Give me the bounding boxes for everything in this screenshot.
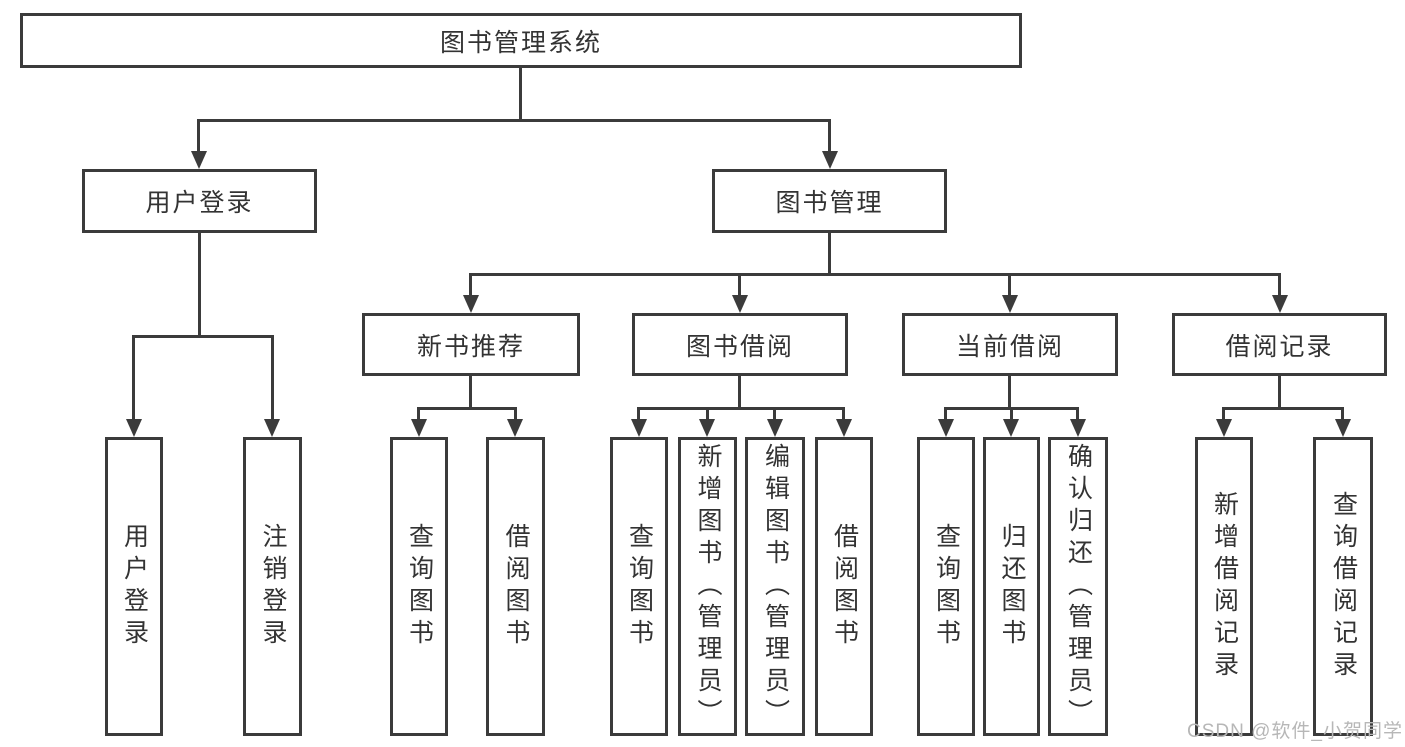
arrow-newbook-icon bbox=[463, 295, 479, 313]
node-book-borrow-label: 图书借阅 bbox=[685, 332, 794, 361]
leaf-current-query-label: 查询图书 bbox=[932, 522, 961, 651]
leaf-records-query-label: 查询借阅记录 bbox=[1329, 490, 1358, 683]
arrow-login-1-icon bbox=[126, 419, 142, 437]
leaf-logout: 注销登录 bbox=[243, 437, 302, 736]
connector-drop-current-2 bbox=[1010, 407, 1013, 421]
connector-drop-newbook-1 bbox=[417, 407, 420, 421]
leaf-newbook-borrow: 借阅图书 bbox=[486, 437, 545, 736]
connector-borrow-stem bbox=[738, 376, 741, 407]
node-book-management: 图书管理 bbox=[712, 169, 947, 233]
connector-root-stem bbox=[519, 68, 522, 121]
leaf-newbook-borrow-label: 借阅图书 bbox=[502, 522, 530, 651]
arrow-borrow-2-icon bbox=[699, 419, 715, 437]
connector-level3-bar bbox=[469, 273, 1281, 276]
leaf-borrow-edit-admin: 编辑图书（管理员） bbox=[745, 437, 805, 736]
leaf-current-confirm-admin-label: 确认归还（管理员） bbox=[1064, 442, 1093, 731]
arrow-current-1-icon bbox=[938, 419, 954, 437]
arrow-current-icon bbox=[1002, 295, 1018, 313]
leaf-borrow-edit-admin-label: 编辑图书（管理员） bbox=[761, 442, 790, 731]
connector-drop-bookmgmt bbox=[828, 119, 831, 153]
leaf-logout-label: 注销登录 bbox=[259, 522, 287, 651]
node-borrow-records: 借阅记录 bbox=[1172, 313, 1387, 376]
arrow-records-1-icon bbox=[1216, 419, 1232, 437]
connector-level2-bar bbox=[198, 119, 831, 122]
arrow-login-2-icon bbox=[264, 419, 280, 437]
arrow-current-3-icon bbox=[1070, 419, 1086, 437]
node-root-label: 图书管理系统 bbox=[439, 28, 602, 57]
node-new-book-recommend-label: 新书推荐 bbox=[416, 332, 525, 361]
connector-login-bar bbox=[132, 335, 273, 338]
connector-drop-current bbox=[1008, 273, 1011, 297]
connector-drop-records bbox=[1278, 273, 1281, 297]
leaf-borrow-book: 借阅图书 bbox=[815, 437, 873, 736]
leaf-current-confirm-admin: 确认归还（管理员） bbox=[1048, 437, 1108, 736]
node-user-login: 用户登录 bbox=[82, 169, 317, 233]
leaf-borrow-add-admin: 新增图书（管理员） bbox=[678, 437, 737, 736]
leaf-user-login-label: 用户登录 bbox=[120, 522, 149, 651]
node-current-borrow-label: 当前借阅 bbox=[955, 332, 1064, 361]
connector-drop-borrow-4 bbox=[842, 407, 845, 421]
connector-drop-current-1 bbox=[944, 407, 947, 421]
arrow-records-icon bbox=[1272, 295, 1288, 313]
connector-drop-login bbox=[197, 119, 200, 153]
connector-newbook-bar bbox=[417, 407, 516, 410]
leaf-current-return-label: 归还图书 bbox=[998, 522, 1026, 651]
leaf-newbook-query-label: 查询图书 bbox=[405, 522, 434, 651]
connector-current-stem bbox=[1008, 376, 1011, 407]
csdn-watermark: CSDN @软件_小贺同学 bbox=[1187, 721, 1403, 742]
leaf-current-return: 归还图书 bbox=[983, 437, 1040, 736]
connector-drop-records-1 bbox=[1222, 407, 1225, 421]
connector-newbook-stem bbox=[469, 376, 472, 407]
arrow-bookmgmt-icon bbox=[822, 151, 838, 169]
connector-login-stem bbox=[198, 233, 201, 335]
connector-drop-borrow-3 bbox=[773, 407, 776, 421]
arrow-records-2-icon bbox=[1335, 419, 1351, 437]
arrow-current-2-icon bbox=[1003, 419, 1019, 437]
node-borrow-records-label: 借阅记录 bbox=[1225, 332, 1334, 361]
leaf-current-query: 查询图书 bbox=[917, 437, 975, 736]
leaf-records-add-label: 新增借阅记录 bbox=[1210, 490, 1239, 683]
arrow-borrow-icon bbox=[732, 295, 748, 313]
leaf-records-add: 新增借阅记录 bbox=[1195, 437, 1253, 736]
connector-drop-borrow-1 bbox=[637, 407, 640, 421]
connector-bookmgmt-stem bbox=[828, 233, 831, 275]
node-user-login-label: 用户登录 bbox=[145, 189, 254, 217]
leaf-borrow-book-label: 借阅图书 bbox=[830, 522, 859, 651]
node-book-borrow: 图书借阅 bbox=[632, 313, 848, 376]
leaf-records-query: 查询借阅记录 bbox=[1313, 437, 1373, 736]
connector-drop-borrow-2 bbox=[706, 407, 709, 421]
arrow-newbook-1-icon bbox=[411, 419, 427, 437]
arrow-borrow-1-icon bbox=[631, 419, 647, 437]
connector-records-bar bbox=[1222, 407, 1343, 410]
leaf-borrow-query-label: 查询图书 bbox=[625, 522, 654, 651]
arrow-login-icon bbox=[191, 151, 207, 169]
connector-drop-newbook bbox=[469, 273, 472, 297]
arrow-borrow-4-icon bbox=[836, 419, 852, 437]
node-new-book-recommend: 新书推荐 bbox=[362, 313, 580, 376]
connector-drop-login-1 bbox=[132, 335, 135, 421]
connector-drop-login-2 bbox=[271, 335, 274, 421]
connector-drop-newbook-2 bbox=[514, 407, 517, 421]
connector-drop-records-2 bbox=[1341, 407, 1344, 421]
leaf-borrow-add-admin-label: 新增图书（管理员） bbox=[694, 442, 722, 731]
node-current-borrow: 当前借阅 bbox=[902, 313, 1118, 376]
connector-borrow-bar bbox=[637, 407, 845, 410]
connector-drop-borrow bbox=[738, 273, 741, 297]
node-book-management-label: 图书管理 bbox=[775, 189, 884, 217]
leaf-borrow-query: 查询图书 bbox=[610, 437, 668, 736]
connector-drop-current-3 bbox=[1076, 407, 1079, 421]
arrow-borrow-3-icon bbox=[767, 419, 783, 437]
leaf-user-login: 用户登录 bbox=[105, 437, 163, 736]
leaf-newbook-query: 查询图书 bbox=[390, 437, 448, 736]
connector-records-stem bbox=[1278, 376, 1281, 407]
node-root: 图书管理系统 bbox=[20, 13, 1022, 68]
arrow-newbook-2-icon bbox=[507, 419, 523, 437]
